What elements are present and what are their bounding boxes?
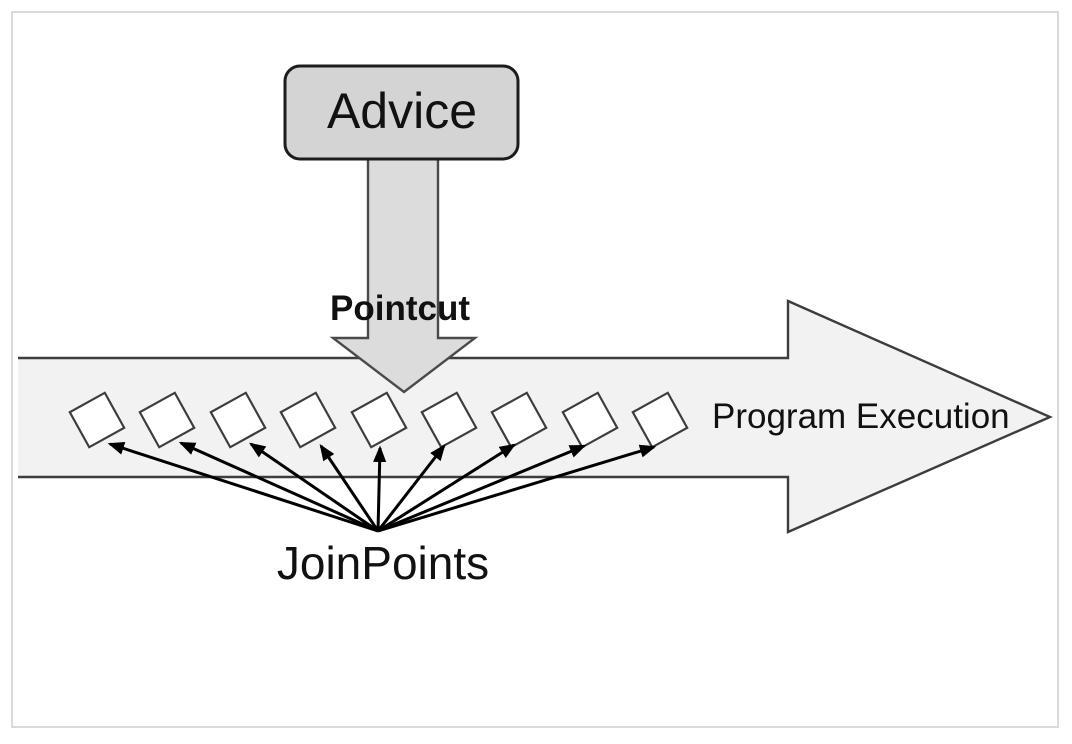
joinpoint-arrow xyxy=(373,445,387,532)
canvas-border xyxy=(11,11,1059,728)
joinpoint-arrow xyxy=(248,442,379,533)
pointcut-label: Pointcut xyxy=(330,289,470,328)
joinpoint-arrow xyxy=(319,443,380,532)
joinpoint-marker xyxy=(138,391,196,449)
joinpoint-marker xyxy=(209,391,267,449)
pointcut-arrow xyxy=(329,159,479,394)
joinpoint-marker xyxy=(350,391,408,449)
joinpoint-marker xyxy=(631,391,689,449)
joinpoint-markers xyxy=(68,391,689,449)
joinpoint-arrow xyxy=(107,442,379,533)
advice-box xyxy=(283,64,520,161)
joinpoints-label: JoinPoints xyxy=(277,537,489,589)
joinpoint-arrows xyxy=(107,441,657,533)
joinpoint-arrow xyxy=(377,443,517,533)
joinpoint-marker xyxy=(68,391,126,449)
joinpoint-marker xyxy=(279,391,337,449)
advice-label: Advice xyxy=(327,83,477,139)
joinpoint-marker xyxy=(490,391,548,449)
joinpoint-arrow xyxy=(178,441,379,533)
program-execution-label: Program Execution xyxy=(712,397,1010,436)
joinpoint-marker xyxy=(561,391,619,449)
joinpoint-marker xyxy=(420,391,478,449)
joinpoint-arrow xyxy=(377,444,657,533)
joinpoint-arrow xyxy=(376,444,446,532)
joinpoint-arrow xyxy=(377,444,587,533)
